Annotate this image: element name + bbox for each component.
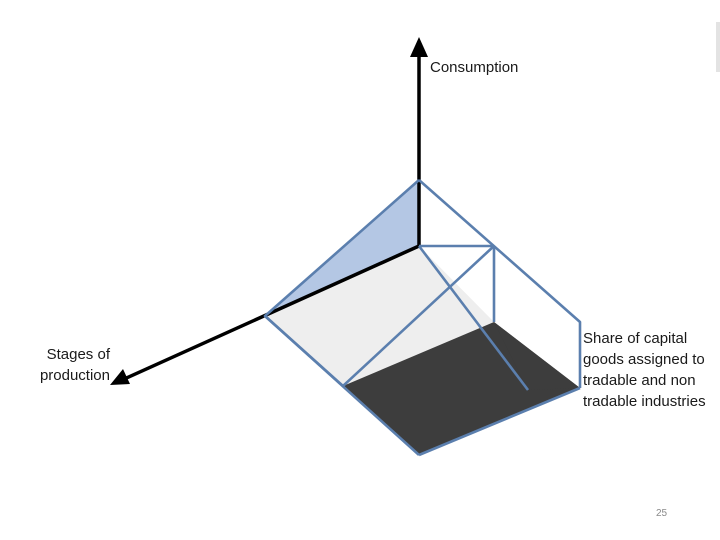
stages-axis-line xyxy=(121,244,420,382)
dark-right-wedge-face xyxy=(494,322,580,390)
slide-edge-decoration xyxy=(716,22,720,72)
diagonal-slice-edge xyxy=(342,245,495,387)
wireframe-edges xyxy=(263,179,582,457)
bottom-right-edge xyxy=(418,386,581,457)
slide-page-number: 25 xyxy=(656,508,668,519)
front-lower-edge xyxy=(264,315,344,387)
stages-of-production-label: Stages of production xyxy=(39,346,110,384)
inner-diagonal-edge xyxy=(417,245,530,391)
capital-share-axis-label: Share of capital goods assigned to trada… xyxy=(583,330,706,410)
consumption-axis-label: Consumption xyxy=(430,59,519,76)
axes xyxy=(121,52,421,382)
outer-right-edge xyxy=(418,179,582,388)
stages-arrow-head xyxy=(110,369,130,385)
consumption-arrow-head xyxy=(410,37,428,57)
light-gray-top-face xyxy=(265,246,494,386)
